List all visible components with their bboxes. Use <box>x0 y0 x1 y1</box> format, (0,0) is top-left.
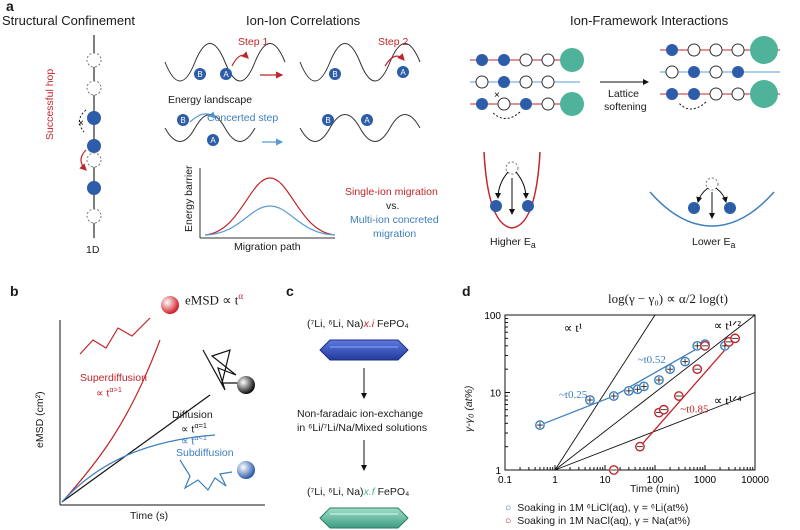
emsd-formula: eMSD ∝ tα <box>185 291 244 308</box>
single-ion-curve <box>204 177 336 236</box>
energy-landscape-label: Energy landscape <box>168 94 253 106</box>
chart-d-xlabel: Time (min) <box>630 483 680 495</box>
fit-line <box>639 337 736 448</box>
framework-lattice-right <box>660 36 780 110</box>
ion-exchange-text-2: in ⁶Li/⁷Li/Na/Mixed solutions <box>297 422 428 434</box>
guide-t1-2 <box>554 314 756 471</box>
diffusion-label: Diffusion <box>172 409 213 421</box>
panel-d-label: d <box>462 283 471 299</box>
legend-single-ion: Single-ion migration <box>345 186 438 198</box>
ion-circles: B A B A B A B A <box>177 66 409 146</box>
panel-c-label: c <box>286 283 294 299</box>
subdiffusion-label: Subdiffusion <box>176 447 234 459</box>
legend-multi-ion-2: migration <box>373 228 417 240</box>
step2-label: Step 2 <box>378 36 409 48</box>
subdiffusion-particle <box>237 461 255 479</box>
svg-text:B: B <box>325 116 330 125</box>
higher-ea-label: Higher Ea <box>490 236 536 251</box>
svg-text:B: B <box>332 70 337 79</box>
dim-label: 1D <box>86 244 100 256</box>
1d-chain: × <box>78 35 102 238</box>
x-tick-label: 100 <box>647 475 664 486</box>
ion-label-b: B <box>197 70 202 79</box>
ion-dot <box>87 181 101 195</box>
x-tick-label: 10 <box>599 475 611 486</box>
y-tick-label: 10 <box>490 389 502 400</box>
fit-label: ~t0.85 <box>680 404 709 416</box>
x-tick-label: 0.1 <box>498 475 512 486</box>
guide-label: ∝ t¹ᐟ² <box>714 318 742 332</box>
panel-a-label: a <box>6 0 14 14</box>
energy-waves <box>164 43 421 146</box>
y-tick-label: 1 <box>495 466 501 477</box>
svg-text:A: A <box>364 116 370 125</box>
multi-ion-curve <box>204 205 336 236</box>
x-tick-label: 1000 <box>694 475 717 486</box>
potential-wells <box>483 151 775 229</box>
structural-confinement-title: Structural Confinement <box>2 13 135 28</box>
fit-label: ~t0.52 <box>638 354 666 366</box>
svg-text:A: A <box>400 68 406 77</box>
framework-lattice-left: × <box>470 48 584 119</box>
lower-ea-label: Lower Ea <box>692 236 736 251</box>
guide-t1 <box>554 314 656 471</box>
scaling-equation: log(γ − γ₀) ∝ α/2 log(t) <box>608 291 728 306</box>
ion-exchange-text-1: Non-faradaic ion-exchange <box>297 408 424 420</box>
svg-text:×: × <box>78 118 84 129</box>
superdiffusion-label: Superdiffusion <box>80 372 147 384</box>
lattice-softening-2: softening <box>604 101 647 113</box>
diffusion-particle <box>237 376 255 394</box>
emsd-plot <box>59 296 265 506</box>
fit-line <box>539 395 615 426</box>
migration-path-xlabel: Migration path <box>234 241 301 253</box>
subdiffusion-curve <box>61 434 216 503</box>
fepo4-crystal-bottom <box>319 507 409 529</box>
chart-d-ylabel: γ-γ₀ (at%) <box>463 385 475 432</box>
ion-framework-title: Ion-Framework Interactions <box>570 13 729 28</box>
superdiffusion-curve <box>61 339 161 503</box>
svg-text:B: B <box>180 116 185 125</box>
panel-b-label: b <box>10 283 19 299</box>
final-compound: (⁷Li, ⁶Li, Na)x.f FePO₄ <box>307 486 410 498</box>
legend-vs: vs. <box>386 200 400 212</box>
x-tick-label: 1 <box>552 475 558 486</box>
superdiffusion-particle <box>161 296 179 314</box>
subdiffusion-exp: ∝ tα<1 <box>181 433 207 448</box>
fit-label: ~t0.25 <box>559 389 588 401</box>
emsd-xlabel: Time (s) <box>130 510 169 522</box>
guide-label: ∝ t¹ <box>564 321 583 335</box>
ion-dot <box>87 139 101 153</box>
superdiffusion-exp: ∝ tα>1 <box>96 385 122 400</box>
legend-licl: ○ Soaking in 1M ⁶LiCl(aq), γ = ⁶Li(at%) <box>505 502 689 514</box>
guide-t1-4 <box>554 392 756 471</box>
diffusion-curve <box>61 394 211 503</box>
diffusion-exp: ∝ tα=1 <box>181 421 207 436</box>
svg-text:×: × <box>494 90 500 101</box>
svg-text:A: A <box>210 136 216 145</box>
energy-barrier-plot <box>199 168 336 239</box>
ion-label-a: A <box>223 70 229 79</box>
initial-compound: (⁷Li, ⁶Li, Na)x.i FePO₄ <box>307 318 409 330</box>
ion-ion-title: Ion-Ion Correlations <box>246 13 361 28</box>
legend-multi-ion-1: Multi-ion concreted <box>350 214 439 226</box>
ion-dot <box>87 111 101 125</box>
x-tick-label: 10000 <box>741 475 769 486</box>
fepo4-crystal-top <box>319 339 409 361</box>
lattice-softening-1: Lattice <box>608 88 639 100</box>
legend-nacl: ○ Soaking in 1M NaCl(aq), γ = Na(at%) <box>505 515 691 527</box>
concerted-step-label: Concerted step <box>207 112 279 124</box>
step1-label: Step 1 <box>238 36 269 48</box>
y-tick-label: 100 <box>484 311 501 322</box>
guide-label: ∝ t¹ᐟ⁴ <box>714 394 742 408</box>
